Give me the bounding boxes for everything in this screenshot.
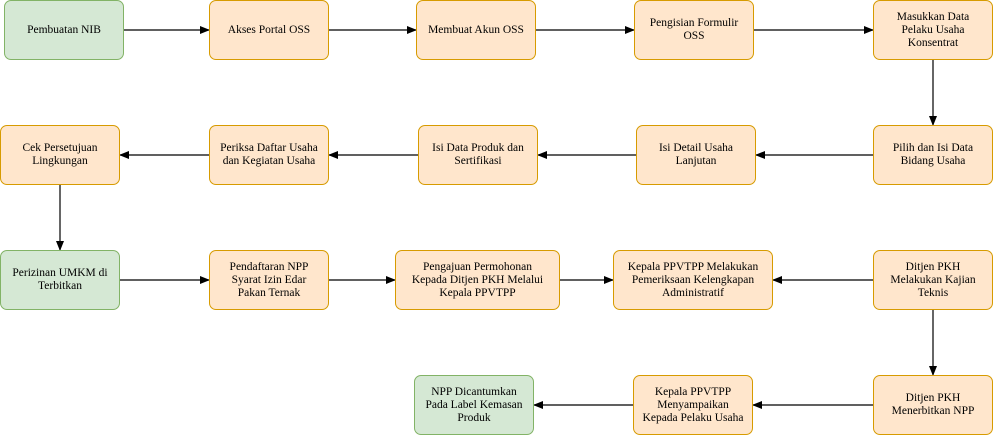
node-cek-persetujuan-lingkungan: Cek Persetujuan Lingkungan <box>0 125 120 185</box>
node-label: Ditjen PKH Melakukan Kajian Teknis <box>890 260 976 299</box>
node-label: Cek Persetujuan Lingkungan <box>22 142 98 167</box>
node-pengajuan-permohonan: Pengajuan Permohonan Kepada Ditjen PKH M… <box>395 250 560 310</box>
node-menerbitkan-npp: Ditjen PKH Menerbitkan NPP <box>873 375 993 435</box>
node-perizinan-umkm-diterbitkan: Perizinan UMKM di Terbitkan <box>0 250 120 310</box>
node-masukkan-data-pelaku-usaha: Masukkan Data Pelaku Usaha Konsentrat <box>873 0 993 60</box>
node-label: Periksa Daftar Usaha dan Kegiatan Usaha <box>220 142 318 167</box>
node-label: Pengajuan Permohonan Kepada Ditjen PKH M… <box>411 260 544 299</box>
node-pengisian-formulir-oss: Pengisian Formulir OSS <box>634 0 754 60</box>
node-pilih-isi-data-bidang-usaha: Pilih dan Isi Data Bidang Usaha <box>873 125 993 185</box>
node-label: Perizinan UMKM di Terbitkan <box>12 267 108 292</box>
node-label: Masukkan Data Pelaku Usaha Konsentrat <box>896 10 970 49</box>
node-label: Pembuatan NIB <box>27 23 101 36</box>
node-membuat-akun-oss: Membuat Akun OSS <box>416 0 536 60</box>
node-label: Kepala PPVTPP Menyampaikan Kepada Pelaku… <box>642 385 744 424</box>
node-pemeriksaan-kelengkapan: Kepala PPVTPP Melakukan Pemeriksaan Kele… <box>613 250 773 310</box>
node-label: Pendaftaran NPP Syarat Izin Edar Pakan T… <box>229 260 309 299</box>
node-label: Isi Detail Usaha Lanjutan <box>658 142 734 167</box>
node-label: Membuat Akun OSS <box>428 23 524 36</box>
node-npp-label-kemasan: NPP Dicantumkan Pada Label Kemasan Produ… <box>414 375 534 435</box>
node-pembuatan-nib: Pembuatan NIB <box>4 0 124 60</box>
node-label: NPP Dicantumkan Pada Label Kemasan Produ… <box>425 385 523 424</box>
node-isi-data-produk-sertifikasi: Isi Data Produk dan Sertifikasi <box>418 125 538 185</box>
node-label: Isi Data Produk dan Sertifikasi <box>432 142 524 167</box>
node-label: Pilih dan Isi Data Bidang Usaha <box>892 142 974 167</box>
node-akses-portal-oss: Akses Portal OSS <box>209 0 329 60</box>
node-label: Pengisian Formulir OSS <box>649 17 739 42</box>
node-label: Ditjen PKH Menerbitkan NPP <box>891 392 975 417</box>
node-isi-detail-usaha-lanjutan: Isi Detail Usaha Lanjutan <box>636 125 756 185</box>
node-periksa-daftar-usaha: Periksa Daftar Usaha dan Kegiatan Usaha <box>209 125 329 185</box>
node-kajian-teknis: Ditjen PKH Melakukan Kajian Teknis <box>873 250 993 310</box>
node-label: Akses Portal OSS <box>227 23 311 36</box>
node-menyampaikan-pelaku-usaha: Kepala PPVTPP Menyampaikan Kepada Pelaku… <box>633 375 753 435</box>
node-label: Kepala PPVTPP Melakukan Pemeriksaan Kele… <box>627 260 759 299</box>
node-pendaftaran-npp: Pendaftaran NPP Syarat Izin Edar Pakan T… <box>209 250 329 310</box>
